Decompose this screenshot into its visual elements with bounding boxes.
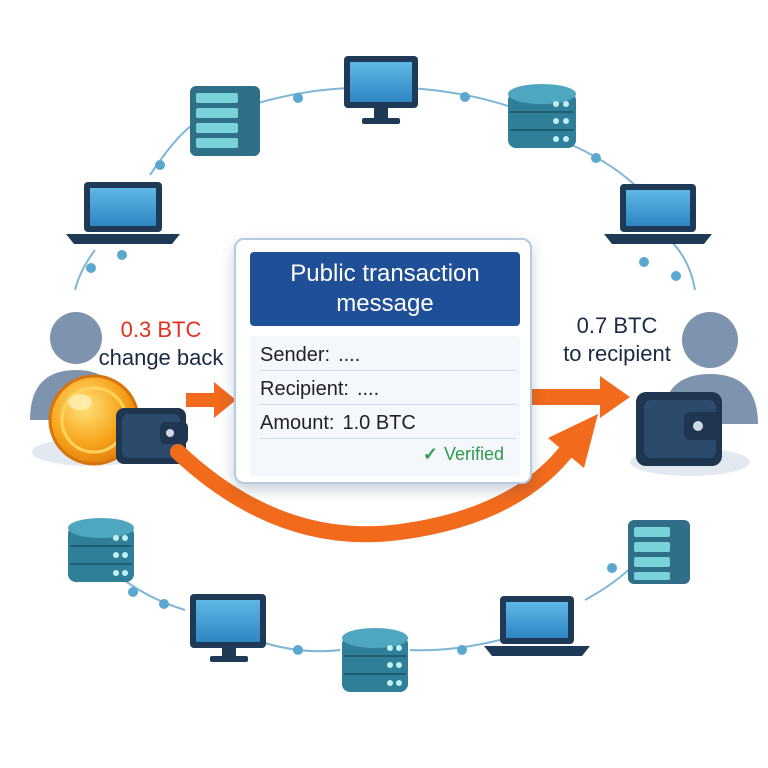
laptop-icon: [66, 182, 180, 244]
laptop-icon: [604, 184, 712, 244]
amount-row: Amount: 1.0 BTC: [260, 408, 516, 439]
amount-label: Amount:: [260, 412, 335, 434]
verified-text: Verified: [443, 444, 504, 464]
recipient-text: to recipient: [563, 341, 671, 366]
recipient-value: ....: [356, 378, 380, 400]
change-back-label: 0.3 BTC change back: [96, 316, 226, 372]
database-icon: [68, 518, 134, 582]
monitor-icon: [344, 56, 418, 124]
arrow-icon: [532, 376, 630, 418]
monitor-icon: [190, 594, 266, 662]
card-title: Public transaction message: [250, 252, 520, 326]
laptop-icon: [484, 596, 590, 656]
transaction-message-card: Public transaction message Sender:.... R…: [234, 238, 532, 484]
server-icon: [628, 520, 690, 584]
arrow-icon: [186, 382, 236, 418]
recipient-amount: 0.7 BTC: [576, 313, 658, 338]
database-icon: [342, 628, 408, 692]
ring-nodes: [86, 92, 681, 655]
sender-value: ....: [338, 344, 361, 366]
recipient-label-text: Recipient:: [260, 378, 349, 400]
verified-badge: ✓Verified: [423, 444, 504, 465]
sender-row: Sender:....: [260, 340, 516, 371]
sender-label: Sender:: [260, 344, 331, 366]
arrow-icon: [170, 414, 598, 543]
server-icon: [190, 86, 260, 156]
change-text: change back: [98, 345, 224, 370]
amount-value: 1.0 BTC: [342, 412, 416, 434]
wallet-icon: [116, 408, 188, 464]
recipient-label: 0.7 BTC to recipient: [552, 312, 682, 368]
recipient-row: Recipient:....: [260, 374, 516, 405]
database-icon: [508, 84, 576, 148]
wallet-icon: [636, 392, 722, 466]
card-body: Sender:.... Recipient:.... Amount: 1.0 BT…: [250, 336, 520, 476]
change-amount: 0.3 BTC: [120, 317, 202, 342]
checkmark-icon: ✓: [422, 444, 438, 464]
